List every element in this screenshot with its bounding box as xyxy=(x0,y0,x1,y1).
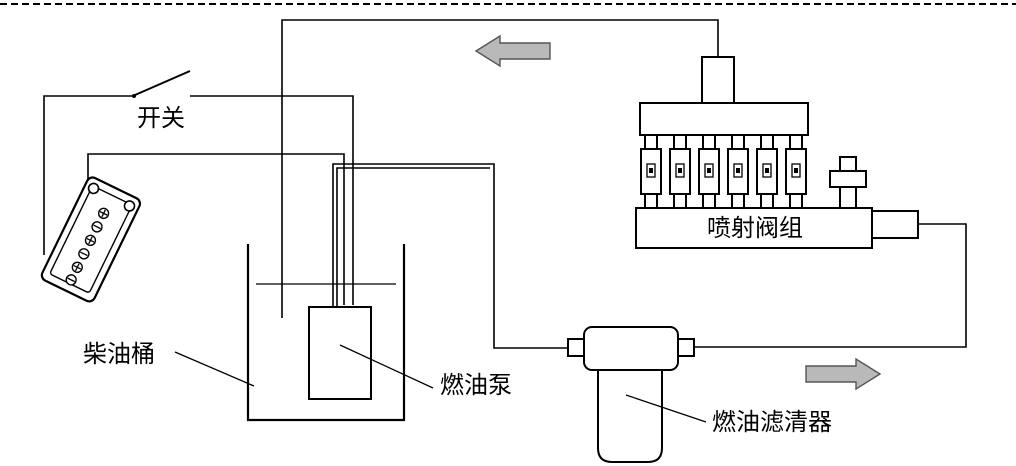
battery-wire xyxy=(87,153,345,305)
pressure-regulator xyxy=(829,156,867,209)
diesel-tank-label: 柴油桶 xyxy=(83,340,155,368)
fuel-pump xyxy=(308,306,372,400)
battery-icon xyxy=(40,176,142,303)
fuel-pump-label: 燃油泵 xyxy=(440,371,512,399)
switch-contact xyxy=(132,94,136,98)
switch-wire-right xyxy=(190,95,354,305)
diesel-tank xyxy=(246,244,406,422)
return-line xyxy=(281,19,719,318)
filter-bowl xyxy=(597,369,663,463)
switch-label: 开关 xyxy=(137,104,185,132)
pump-outlet-pipe-inner xyxy=(332,163,568,349)
injector-group-label: 喷射阀组 xyxy=(707,214,803,242)
pump-outlet-pipe-outer xyxy=(336,167,490,307)
filter-to-injector-line xyxy=(694,223,967,348)
pump-leader-line xyxy=(339,344,434,389)
arrow-right-icon xyxy=(805,357,882,391)
filter-leader-line xyxy=(625,394,707,423)
tank-leader-line xyxy=(174,351,255,387)
switch-lever xyxy=(134,70,191,96)
injector-top-port xyxy=(701,56,735,104)
injector-valves xyxy=(640,134,807,209)
filter-head xyxy=(583,326,679,371)
arrow-left-icon xyxy=(474,34,551,68)
fuel-filter-label: 燃油滤清器 xyxy=(712,408,832,436)
switch-wire-left xyxy=(43,95,132,255)
injector-manifold xyxy=(639,102,809,136)
injector-body xyxy=(635,207,873,249)
injector-inlet-port xyxy=(871,210,919,239)
